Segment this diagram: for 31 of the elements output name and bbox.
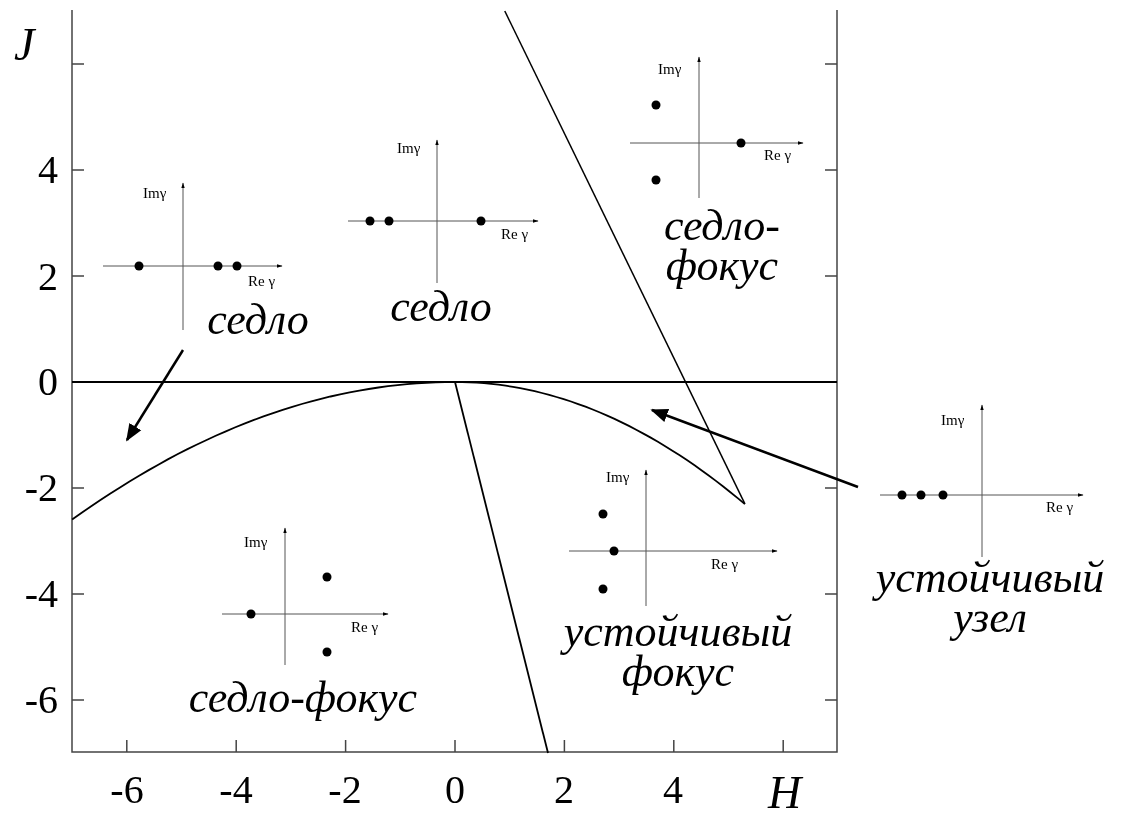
- axis-label: Imγ: [658, 62, 682, 77]
- arrow: [125, 349, 185, 442]
- arrow: [650, 408, 859, 489]
- axis-label: Re γ: [351, 620, 379, 635]
- axis-label: Re γ: [248, 274, 276, 289]
- tick-label: 0: [38, 362, 58, 402]
- curve: [71, 381, 746, 521]
- tick-label: 0: [445, 770, 465, 810]
- tick-label: 2: [38, 257, 58, 297]
- axis-label: Imγ: [143, 186, 167, 201]
- axis-label: Imγ: [941, 413, 965, 428]
- tick-label: -6: [110, 770, 144, 810]
- tick-label: -4: [24, 574, 58, 614]
- axis-title: H: [768, 770, 802, 816]
- axis-label: Re γ: [764, 148, 792, 163]
- axis-title: J: [14, 22, 35, 68]
- axis-label: Re γ: [501, 227, 529, 242]
- axis-label: Imγ: [606, 470, 630, 485]
- axis-label: Imγ: [397, 141, 421, 156]
- tick-label: -6: [24, 680, 58, 720]
- tick-label: 2: [554, 770, 574, 810]
- tick-label: -2: [24, 468, 58, 508]
- axis-label: Re γ: [1046, 500, 1074, 515]
- tick-label: -2: [328, 770, 362, 810]
- axis-label: Re γ: [711, 557, 739, 572]
- region-label: седло: [389, 287, 493, 327]
- tick-label: 4: [38, 150, 58, 190]
- axis-label: Imγ: [244, 535, 268, 550]
- tick-label: 4: [663, 770, 683, 810]
- tick-label: -4: [219, 770, 253, 810]
- region-label: седло: [206, 300, 310, 340]
